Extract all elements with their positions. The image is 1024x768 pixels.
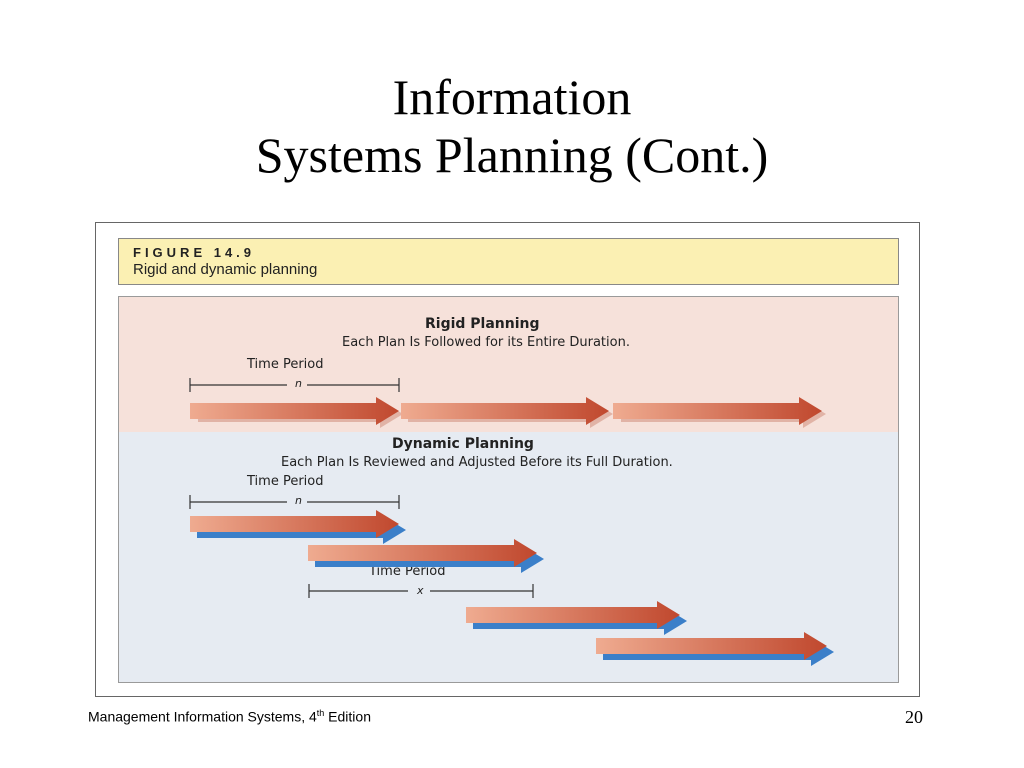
footer-book-suffix: Edition bbox=[324, 708, 371, 725]
footer-book-sup: th bbox=[316, 708, 325, 718]
footer-book-prefix: Management Information Systems, 4 bbox=[88, 708, 317, 725]
figure-label: FIGURE 14.9 bbox=[133, 245, 256, 260]
dynamic-time-period-label-2: Time Period bbox=[369, 564, 446, 579]
slide-title-line-1: Information bbox=[392, 69, 632, 125]
dynamic-period-variable: n bbox=[295, 494, 302, 507]
page-number: 20 bbox=[905, 707, 923, 727]
dynamic-planning-heading: Dynamic Planning bbox=[392, 436, 534, 452]
figure-caption: Rigid and dynamic planning bbox=[133, 261, 318, 278]
rigid-planning-subtitle: Each Plan Is Followed for its Entire Dur… bbox=[342, 335, 630, 350]
rigid-time-period-label: Time Period bbox=[247, 357, 324, 372]
slide-title: Information Systems Planning (Cont.) bbox=[0, 68, 1024, 184]
footer-book-title: Management Information Systems, 4th Edit… bbox=[88, 708, 371, 725]
slide-title-line-2: Systems Planning (Cont.) bbox=[255, 127, 769, 183]
figure-caption-box: FIGURE 14.9 Rigid and dynamic planning bbox=[118, 238, 899, 285]
dynamic-period-variable-2: x bbox=[417, 584, 424, 597]
dynamic-time-period-label: Time Period bbox=[247, 474, 324, 489]
rigid-period-variable: n bbox=[295, 377, 302, 390]
dynamic-planning-subtitle: Each Plan Is Reviewed and Adjusted Befor… bbox=[281, 455, 673, 470]
rigid-planning-heading: Rigid Planning bbox=[425, 316, 540, 332]
